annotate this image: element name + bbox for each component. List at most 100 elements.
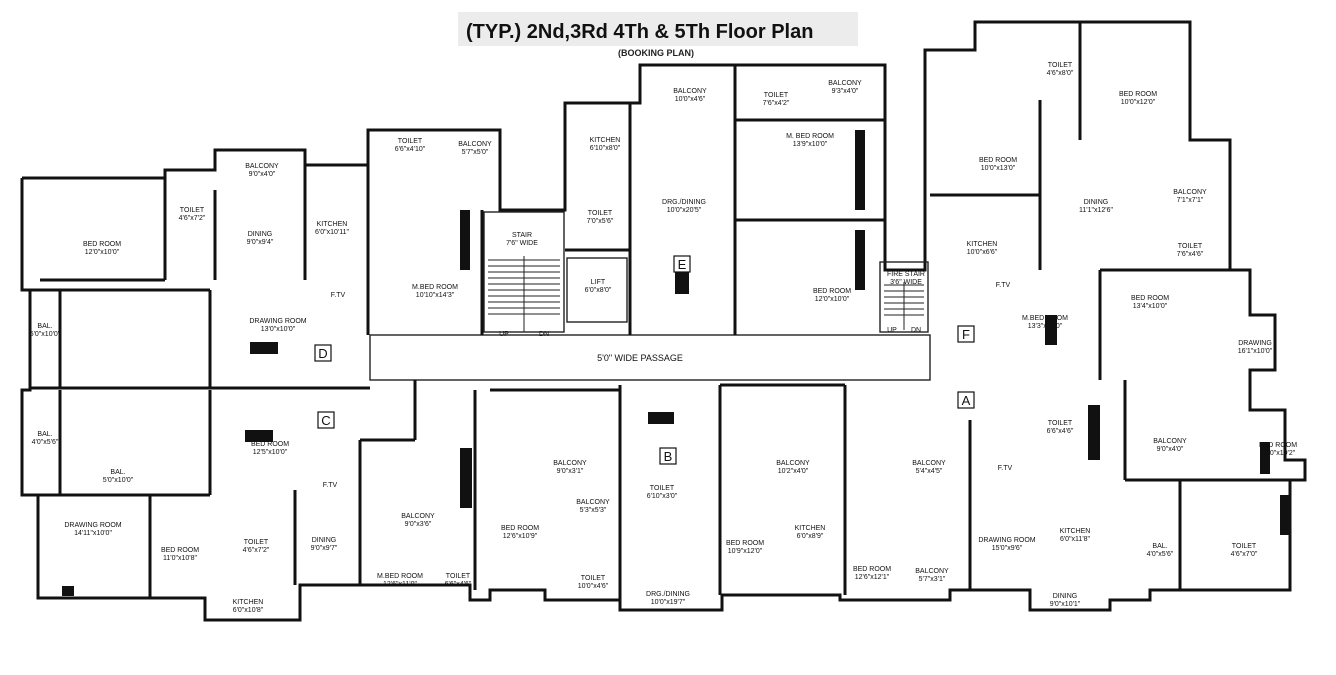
passage-label: 5'0" WIDE PASSAGE bbox=[597, 353, 683, 363]
room-size: 10'0"x4'6" bbox=[675, 96, 706, 103]
room-name: TOILET bbox=[1048, 420, 1073, 427]
room-size: 7'1"x7'1" bbox=[1177, 197, 1204, 204]
room-name: BALCONY bbox=[1173, 189, 1207, 196]
room-name: DINING bbox=[1053, 593, 1078, 600]
room-name: TOILET bbox=[1232, 543, 1257, 550]
main-stair: UP DN bbox=[483, 211, 565, 338]
room-name: DINING bbox=[1084, 199, 1109, 206]
room-name: BED ROOM bbox=[726, 540, 764, 547]
room-size: 12'0"x10'0" bbox=[85, 249, 120, 256]
room-size: 16'1"x10'0" bbox=[1238, 348, 1273, 355]
room-name: BALCONY bbox=[401, 513, 435, 520]
room-32: BAL.4'0"x5'6" bbox=[32, 431, 59, 446]
room-name: DINING bbox=[312, 537, 337, 544]
room-size: 11'1"x12'6" bbox=[1079, 207, 1113, 214]
room-size: 15'0"x9'6" bbox=[992, 545, 1023, 552]
room-size: 7'6" WIDE bbox=[506, 240, 538, 247]
room-name: BALCONY bbox=[776, 460, 810, 467]
room-size: 13'0"x10'0" bbox=[261, 326, 296, 333]
room-size: 10'2"x4'0" bbox=[778, 468, 809, 475]
room-name: BAL. bbox=[1152, 543, 1167, 550]
flat-labels: A B C D E F bbox=[314, 255, 975, 465]
room-size: 5'4"x4'5" bbox=[916, 468, 943, 475]
room-size: 9'0"x3'1" bbox=[557, 468, 584, 475]
room-size: 4'0"x5'6" bbox=[1147, 551, 1174, 558]
title-banner bbox=[458, 12, 858, 46]
room-size: 10'10"x14'3" bbox=[416, 292, 455, 299]
room-name: BALCONY bbox=[1153, 438, 1187, 445]
room-size: 9'0"x10'1" bbox=[1050, 601, 1081, 608]
room-name: DRG./DINING bbox=[662, 199, 706, 206]
room-name: DRAWING bbox=[1238, 340, 1272, 347]
room-size: 4'6"x8'0" bbox=[1047, 70, 1074, 77]
room-size: 7'6"x4'6" bbox=[1177, 251, 1204, 258]
room-name: KITCHEN bbox=[795, 525, 826, 532]
room-size: 10'0"x4'6" bbox=[578, 583, 609, 590]
room-name: DINING bbox=[248, 231, 273, 238]
room-size: 10'9"x12'0" bbox=[728, 548, 763, 555]
passage: 5'0" WIDE PASSAGE bbox=[369, 334, 931, 381]
flat-f: F bbox=[962, 327, 970, 342]
room-size: 6'6"x4'10" bbox=[395, 146, 426, 153]
room-name: BAL. bbox=[110, 469, 125, 476]
room-name: BED ROOM bbox=[853, 566, 891, 573]
room-name: BED ROOM bbox=[501, 525, 539, 532]
room-size: 9'0"x4'0" bbox=[1157, 446, 1184, 453]
room-name: DRAWING ROOM bbox=[978, 537, 1035, 544]
room-name: TOILET bbox=[398, 138, 423, 145]
room-name: TOILET bbox=[588, 210, 613, 217]
plan-subtitle: (BOOKING PLAN) bbox=[618, 48, 694, 58]
room-name: KITCHEN bbox=[233, 599, 264, 606]
room-size: 9'0"x4'0" bbox=[249, 171, 276, 178]
room-size: 10'0"x19'7" bbox=[651, 599, 686, 606]
room-name: LIFT bbox=[591, 279, 606, 286]
room-size: 9'0"x3'6" bbox=[405, 521, 432, 528]
flat-c: C bbox=[321, 413, 330, 428]
room-name: TOILET bbox=[650, 485, 675, 492]
room-name: BED ROOM bbox=[1131, 295, 1169, 302]
room-size: 5'3"x5'3" bbox=[580, 507, 607, 514]
room-size: 13'4"x10'0" bbox=[1133, 303, 1168, 310]
room-size: 5'7"x3'1" bbox=[919, 576, 946, 583]
room-name: TOILET bbox=[581, 575, 606, 582]
flat-b-box bbox=[659, 447, 677, 465]
room-size: 9'0"x9'4" bbox=[247, 239, 274, 246]
ftv-label-c: F.TV bbox=[323, 482, 338, 489]
room-name: BALCONY bbox=[245, 163, 279, 170]
room-size: 4'6"x7'2" bbox=[179, 215, 206, 222]
stair-up-label: UP bbox=[499, 331, 509, 338]
room-size: 6'0"x10'8" bbox=[233, 607, 264, 614]
room-name: BAL. bbox=[37, 431, 52, 438]
flat-a-box bbox=[957, 391, 975, 409]
room-name: FIRE STAIR bbox=[887, 271, 925, 278]
room-size: 12'6"x12'1" bbox=[855, 574, 890, 581]
room-name: DRAWING ROOM bbox=[249, 318, 306, 325]
room-name: KITCHEN bbox=[590, 137, 621, 144]
room-name: BED ROOM bbox=[83, 241, 121, 248]
room-name: BED ROOM bbox=[813, 288, 851, 295]
room-name: M.BED ROOM bbox=[412, 284, 458, 291]
